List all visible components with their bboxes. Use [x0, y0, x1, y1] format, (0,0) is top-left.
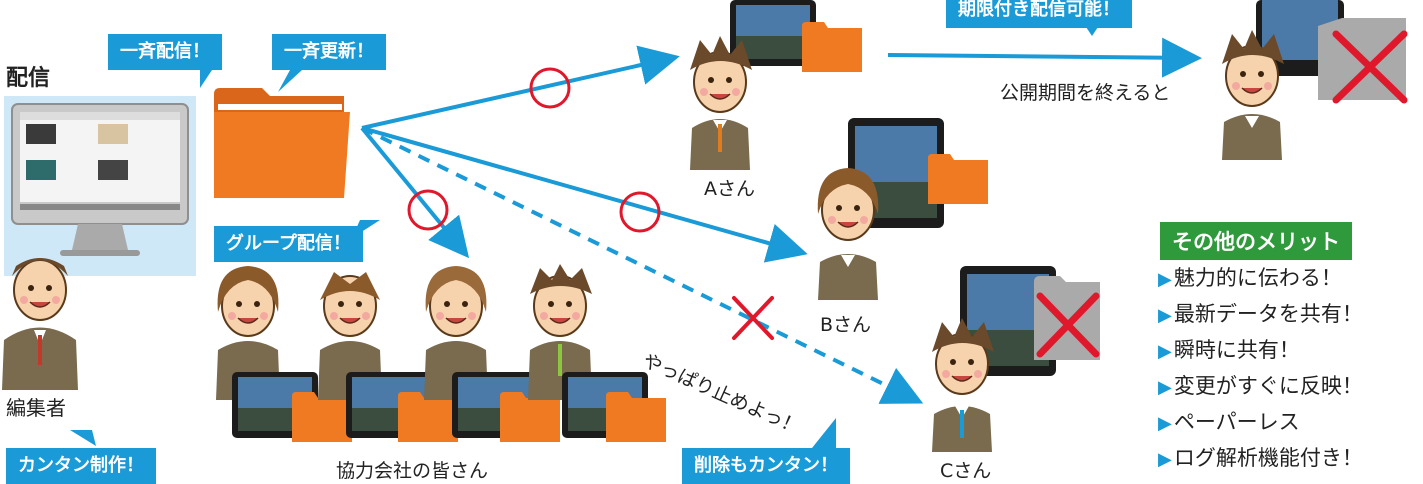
distribution-label: 配信 — [6, 66, 51, 91]
triangle-bullet-icon: ▶ — [1158, 269, 1172, 290]
bubble-easy-delete: 削除もカンタン！ — [682, 448, 850, 484]
merit-item: ▶ログ解析機能付き！ — [1158, 446, 1363, 470]
triangle-bullet-icon: ▶ — [1158, 413, 1172, 434]
person-c-label: Cさん — [940, 460, 992, 482]
person-a-label: Aさん — [704, 178, 755, 200]
merit-item: ▶瞬時に共有！ — [1158, 338, 1300, 362]
cancel-x-mark — [732, 296, 774, 340]
partner-group — [216, 264, 666, 442]
bubble-bulk-update: 一斉更新！ — [272, 34, 386, 70]
triangle-bullet-icon: ▶ — [1158, 305, 1172, 326]
expired-person-figure — [1222, 0, 1408, 160]
bubble-group-send: グループ配信！ — [214, 226, 363, 262]
merit-item: ▶魅力的に伝わる！ — [1158, 266, 1342, 290]
person-b-label: Bさん — [820, 314, 872, 336]
triangle-bullet-icon: ▶ — [1158, 449, 1172, 470]
main-folder — [214, 88, 350, 198]
merit-item: ▶変更がすぐに反映！ — [1158, 374, 1363, 398]
merit-item: ▶最新データを共有！ — [1158, 302, 1363, 326]
merit-item: ▶ペーパーレス — [1158, 410, 1300, 434]
partners-label: 協力会社の皆さん — [336, 460, 489, 482]
after-period-label: 公開期間を終えると — [1000, 82, 1171, 104]
editor-figure — [2, 258, 78, 390]
bubble-time-limited: 期限付き配信可能！ — [946, 0, 1132, 28]
merits-title: その他のメリット — [1160, 222, 1352, 260]
editor-computer — [4, 96, 196, 276]
editor-label: 編集者 — [6, 396, 66, 420]
triangle-bullet-icon: ▶ — [1158, 377, 1172, 398]
triangle-bullet-icon: ▶ — [1158, 341, 1172, 362]
ok-marks — [407, 67, 661, 233]
person-b-figure — [817, 118, 988, 300]
distribution-arrows — [360, 37, 1202, 404]
person-c-figure — [932, 266, 1100, 452]
bubble-easy-create: カンタン制作！ — [6, 448, 156, 484]
person-a-figure — [690, 0, 862, 170]
bubble-bulk-send: 一斉配信！ — [108, 34, 222, 70]
